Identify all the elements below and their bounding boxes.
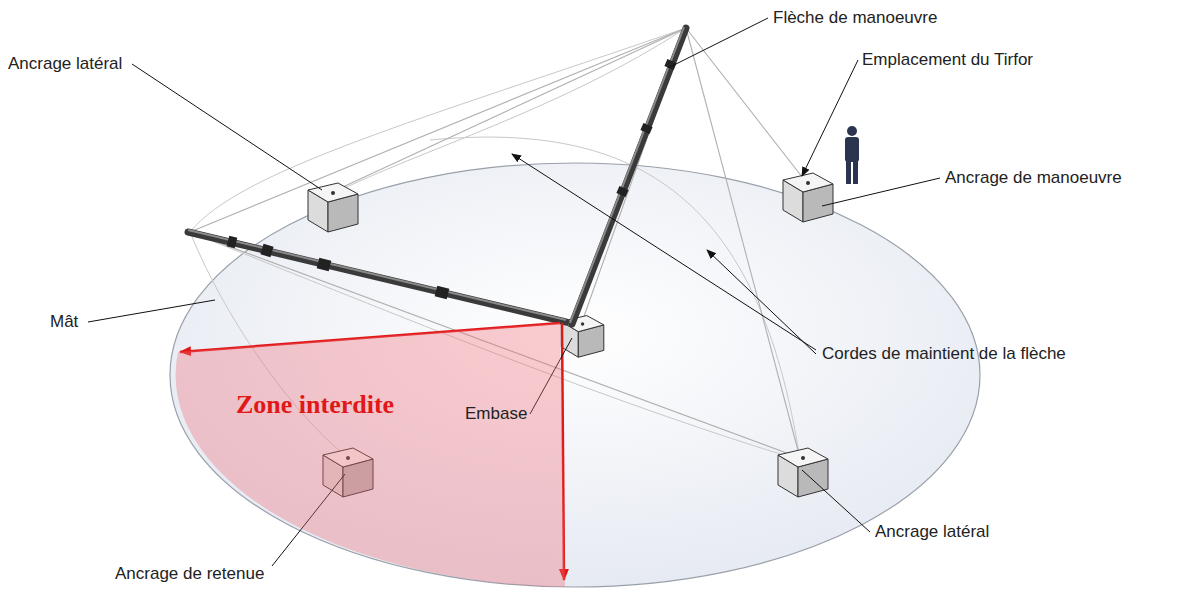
anchor-eye bbox=[331, 191, 335, 195]
part-label: Ancrage de manoeuvre bbox=[945, 168, 1122, 188]
anchor-eye bbox=[801, 456, 805, 460]
part-label: Mât bbox=[50, 312, 78, 332]
part-label: Ancrage de retenue bbox=[115, 564, 264, 584]
anchor-eye bbox=[806, 181, 810, 185]
ground-disc bbox=[170, 163, 980, 587]
part-label: Embase bbox=[465, 404, 527, 424]
block-face bbox=[778, 448, 828, 467]
block-face bbox=[783, 173, 833, 192]
part-label: Ancrage latéral bbox=[8, 54, 122, 74]
part-label: Cordes de maintient de la flèche bbox=[822, 344, 1066, 364]
zone-shape bbox=[170, 318, 570, 590]
forbidden-zone: Zone interdite bbox=[170, 318, 570, 590]
part-label: Emplacement du Tirfor bbox=[862, 50, 1033, 70]
boom bbox=[570, 27, 686, 324]
part-label: Ancrage latéral bbox=[875, 522, 989, 542]
mast bbox=[188, 230, 566, 322]
part-label: Flèche de manoeuvre bbox=[773, 8, 937, 28]
anchor-eye bbox=[581, 322, 584, 325]
zone-title: Zone interdite bbox=[236, 390, 394, 420]
person-figure bbox=[845, 126, 859, 184]
